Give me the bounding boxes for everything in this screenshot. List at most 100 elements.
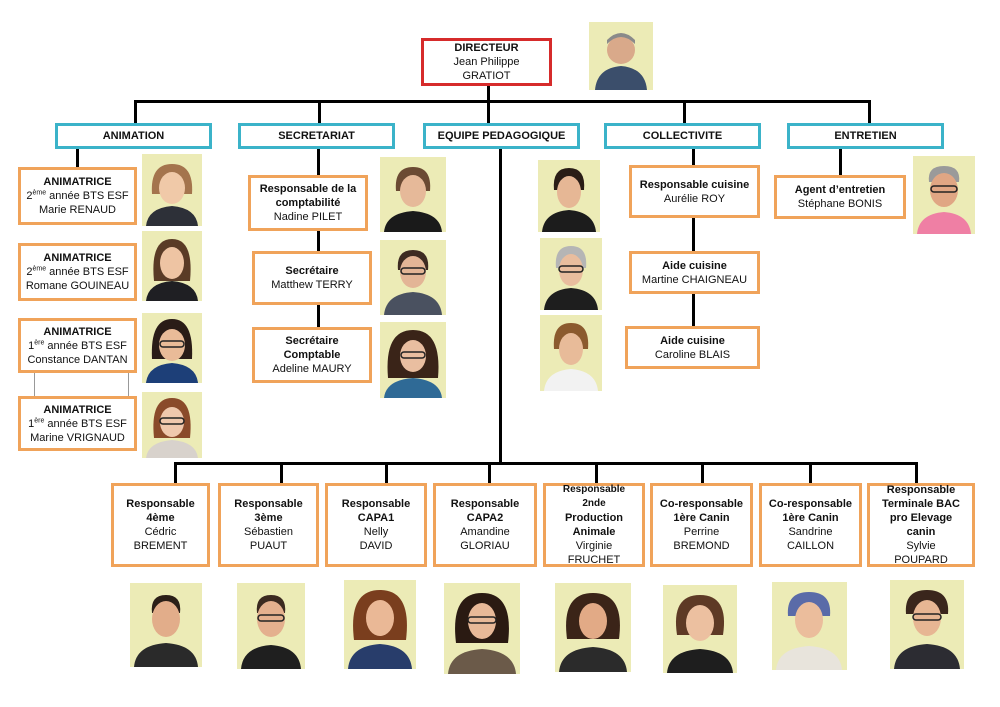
connector-line (174, 462, 177, 484)
portrait-photo (380, 322, 446, 398)
role-title: Co-responsable (768, 498, 853, 510)
portrait-photo (444, 583, 520, 674)
portrait-photo (913, 156, 975, 234)
connector-line (487, 85, 490, 102)
role-title: ANIMATRICE (43, 403, 112, 416)
role-detail: Terminale BAC (881, 498, 961, 510)
pedagogique-box: Co-responsable 1ère Canin Perrine BREMON… (650, 483, 753, 567)
role-detail: CAPA1 (357, 512, 395, 524)
role-title: ANIMATRICE (43, 325, 112, 338)
role-detail: 2ème année BTS ESF (26, 265, 129, 278)
person-name: Marie RENAUD (38, 204, 116, 216)
person-name: Adeline MAURY (272, 363, 352, 375)
connector-line (134, 100, 137, 124)
connector-line (683, 100, 686, 124)
collectivite-box: Aide cuisine Caroline BLAIS (625, 326, 760, 369)
connector-line (385, 462, 388, 484)
person-firstname: Amandine (460, 526, 510, 538)
connector-line (839, 148, 842, 176)
portrait-photo (540, 238, 602, 310)
secretariat-box: Responsable de la comptabilité Nadine PI… (248, 175, 368, 231)
role-title: Secrétaire Comptable (283, 335, 341, 361)
portrait-photo (380, 157, 446, 232)
portrait-photo (555, 583, 631, 672)
connector-line (34, 372, 129, 397)
role-title: Secrétaire (285, 265, 339, 277)
role-detail: 3ème (254, 512, 283, 524)
role-title: ANIMATRICE (43, 252, 112, 264)
dept-collectivite: COLLECTIVITE (604, 123, 761, 149)
secretariat-box: Secrétaire Matthew TERRY (252, 251, 372, 305)
connector-line (76, 148, 79, 168)
role-detail: CAPA2 (466, 512, 504, 524)
connector-line (915, 462, 918, 484)
portrait-photo (772, 582, 847, 670)
pedagogique-box: Responsable 3ème Sébastien PUAUT (218, 483, 319, 567)
person-name: Constance DANTAN (27, 353, 128, 366)
person-name: Stéphane BONIS (797, 198, 883, 210)
person-name: Matthew TERRY (271, 279, 353, 291)
animatrice-box: ANIMATRICE 1ère année BTS ESF Marine VRI… (18, 396, 137, 451)
connector-line (809, 462, 812, 484)
person-firstname: Sébastien (244, 526, 293, 538)
person-lastname: BREMENT (133, 540, 188, 552)
dept-entretien: ENTRETIEN (787, 123, 944, 149)
animatrice-box: ANIMATRICE 2ème année BTS ESF Marie RENA… (18, 167, 137, 225)
person-name: Caroline BLAIS (654, 348, 731, 361)
role-detail: 4ème (146, 512, 175, 524)
connector-line (595, 462, 598, 484)
person-lastname: DAVID (359, 540, 393, 552)
person-firstname: Perrine (683, 526, 720, 538)
portrait-photo (142, 231, 202, 301)
role-detail: 1ère Canin (782, 512, 839, 524)
connector-line (487, 100, 490, 124)
connector-line (488, 462, 491, 484)
dept-animation: ANIMATION (55, 123, 212, 149)
role-title: Co-responsable (659, 498, 744, 510)
director-photo (589, 22, 653, 90)
connector-line (280, 462, 283, 484)
connector-line (499, 148, 502, 464)
pedagogique-box: Responsable 4ème Cédric BREMENT (111, 483, 210, 567)
person-name: Marine VRIGNAUD (30, 431, 125, 444)
portrait-photo (130, 583, 202, 667)
person-lastname: GLORIAU (460, 540, 510, 552)
entretien-box: Agent d’entretien Stéphane BONIS (774, 175, 906, 219)
role-title: Agent d’entretien (794, 184, 886, 196)
connector-line (868, 100, 871, 124)
role-title: Responsable (341, 498, 411, 510)
portrait-photo (540, 315, 602, 391)
animatrice-box: ANIMATRICE 1ère année BTS ESF Constance … (18, 318, 137, 373)
role-detail: 1ère année BTS ESF (28, 416, 127, 430)
person-lastname: BREMOND (673, 540, 730, 552)
role-detail: 1ère année BTS ESF (28, 338, 127, 352)
dept-secretariat: SECRETARIAT (238, 123, 395, 149)
connector-line (318, 100, 321, 124)
portrait-photo (380, 240, 446, 315)
pedagogique-box: Responsable CAPA2 Amandine GLORIAU (433, 483, 537, 567)
portrait-photo (890, 580, 964, 669)
person-firstname: Nelly (363, 526, 389, 538)
role-title: Responsable (450, 498, 520, 510)
person-name: Nadine PILET (273, 211, 343, 223)
role-detail: pro Elevage canin (889, 512, 953, 538)
pedagogique-box: Co-responsable 1ère Canin Sandrine CAILL… (759, 483, 862, 567)
person-name: Aurélie ROY (663, 192, 726, 205)
role-detail: Animale (572, 526, 616, 538)
pedagogique-box: Responsable 2nde Production Animale Virg… (543, 483, 645, 567)
role-title: ANIMATRICE (43, 176, 112, 188)
portrait-photo (142, 392, 202, 458)
person-name: Romane GOUINEAU (25, 280, 130, 292)
collectivite-box: Aide cuisine Martine CHAIGNEAU (629, 251, 760, 294)
person-lastname: PUAUT (249, 540, 288, 552)
portrait-photo (663, 585, 737, 673)
role-title: Responsable (234, 498, 303, 510)
role-title: Responsable 2nde (562, 484, 626, 509)
person-lastname: FRUCHET (567, 554, 621, 566)
role-detail: 1ère Canin (673, 512, 730, 524)
collectivite-box: Responsable cuisine Aurélie ROY (629, 165, 760, 218)
role-title: Aide cuisine (660, 334, 725, 347)
portrait-photo (142, 154, 202, 226)
role-title: Aide cuisine (662, 259, 727, 272)
pedagogique-box: Responsable Terminale BAC pro Elevage ca… (867, 483, 975, 567)
